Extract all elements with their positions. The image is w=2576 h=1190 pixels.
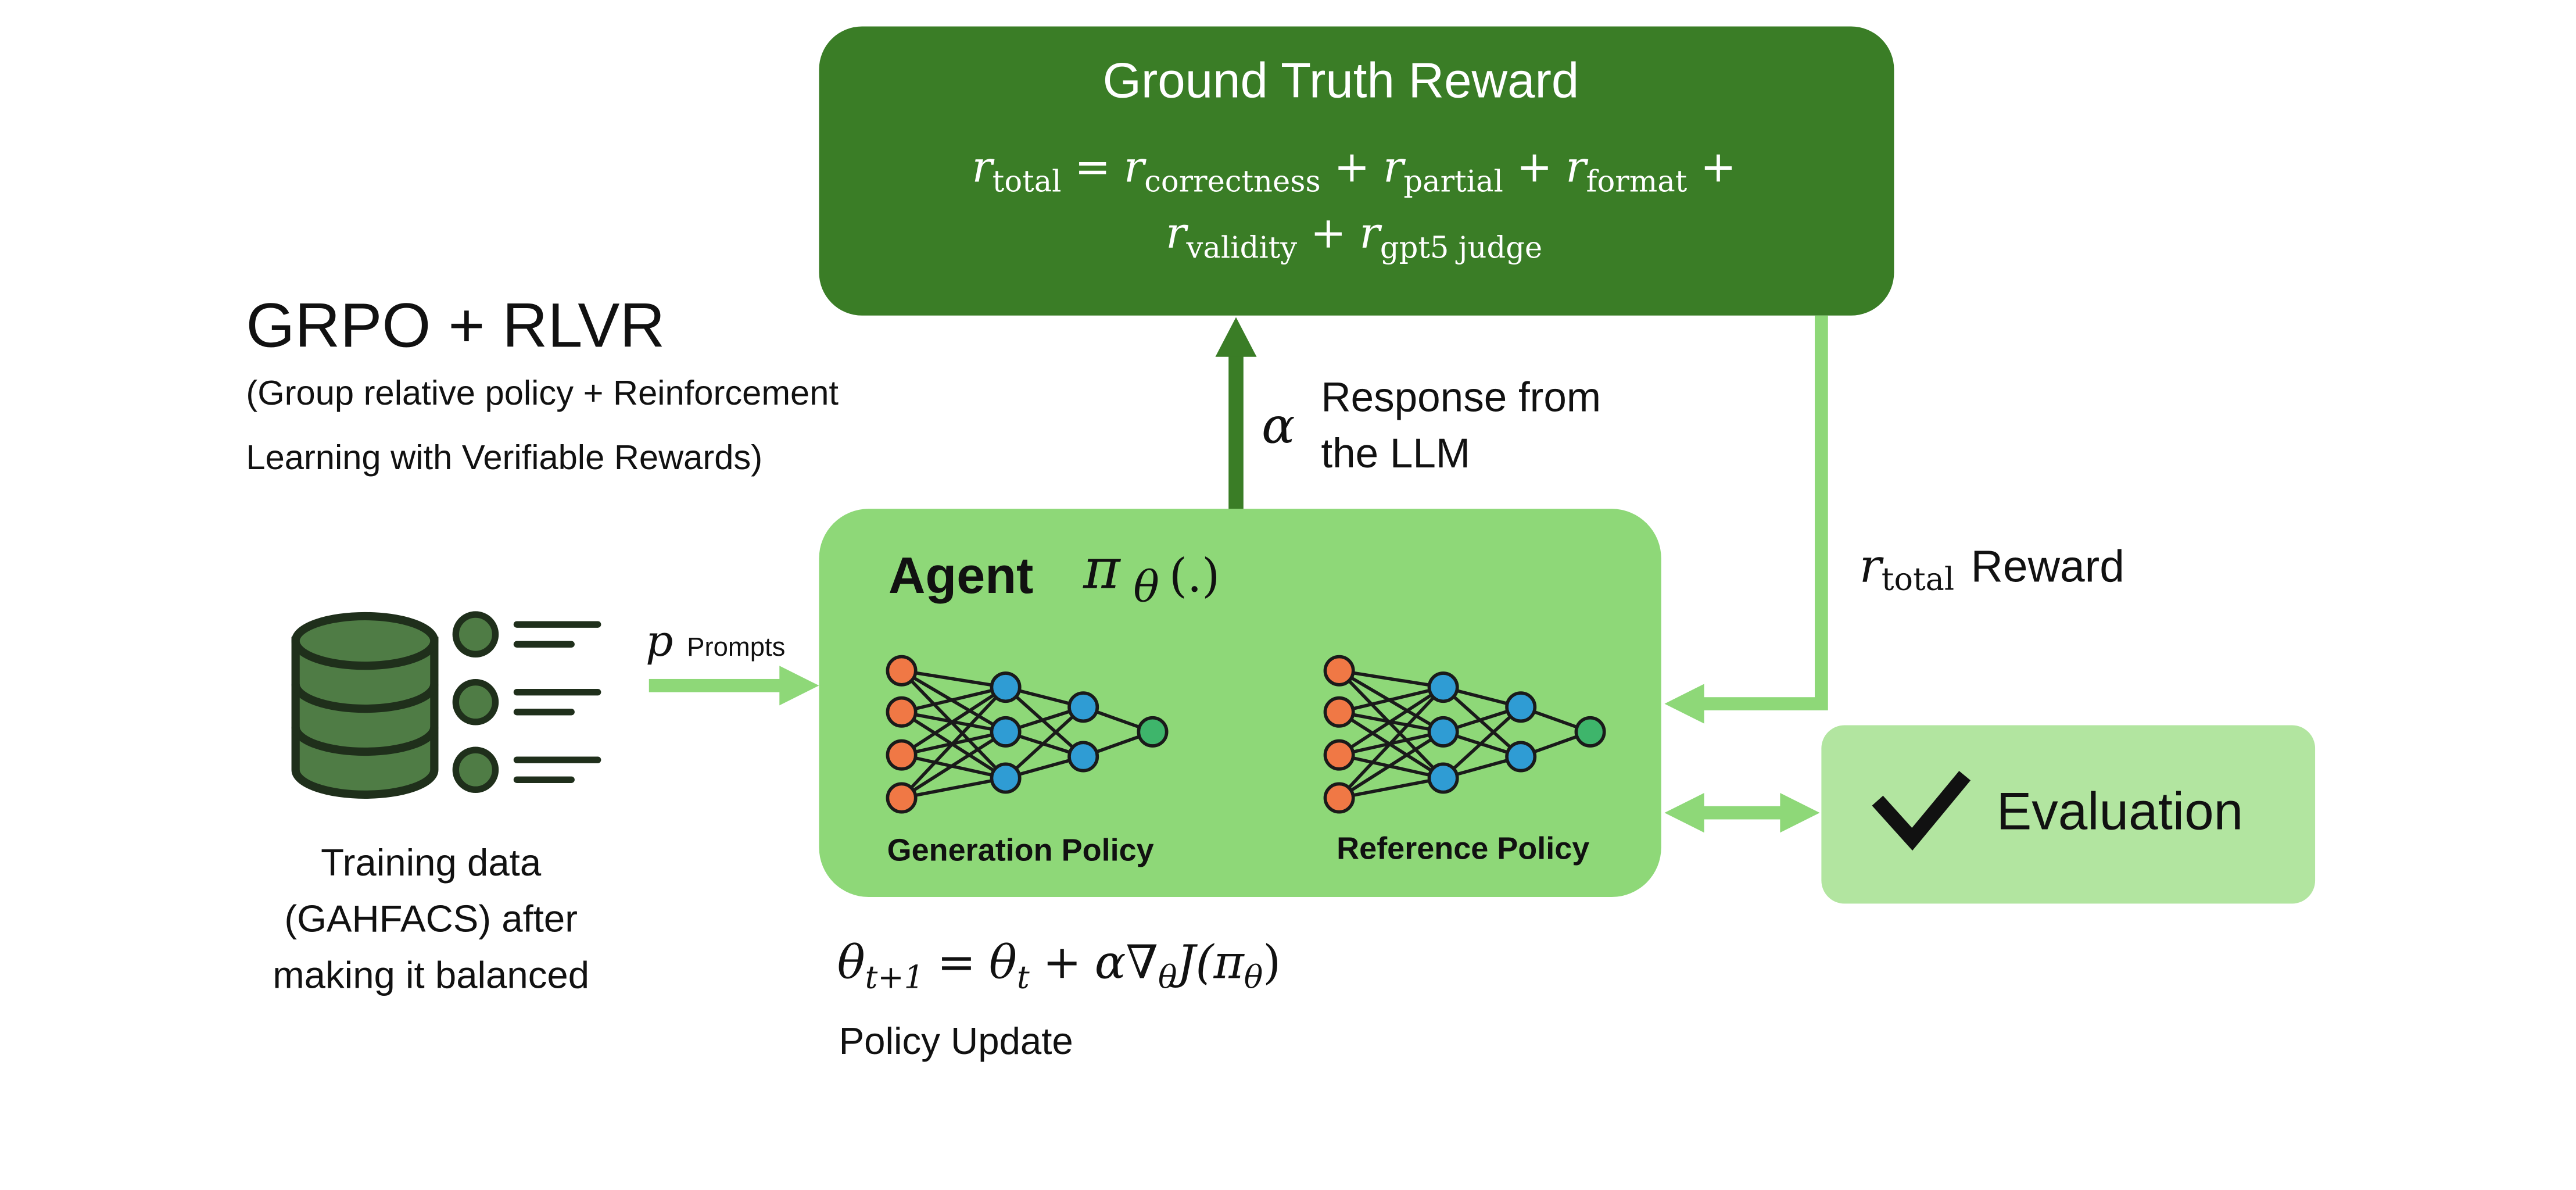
policy-update-equation: θt+1=θt+α∇θJ(πθ) bbox=[837, 935, 1281, 995]
database-icon bbox=[291, 612, 439, 799]
reference-policy-label: Reference Policy bbox=[1337, 831, 1589, 866]
diagram-subtitle-line2: Learning with Verifiable Rewards) bbox=[246, 438, 762, 477]
network-node bbox=[1323, 655, 1355, 687]
generation-policy-label: Generation Policy bbox=[887, 833, 1154, 868]
network-edge bbox=[901, 685, 1007, 757]
network-node bbox=[1323, 782, 1355, 814]
network-edge bbox=[1004, 706, 1085, 780]
network-node bbox=[1067, 691, 1099, 723]
reference-policy-network bbox=[1323, 655, 1606, 814]
ground-truth-title: Ground Truth Reward bbox=[1103, 53, 1579, 109]
response-label-line2: the LLM bbox=[1321, 431, 1470, 477]
network-edge bbox=[1338, 730, 1445, 799]
response-arrow bbox=[1215, 317, 1257, 511]
response-label-line1: Response from bbox=[1321, 375, 1601, 421]
network-edge bbox=[1442, 686, 1522, 758]
prompts-symbol: p bbox=[646, 616, 673, 666]
network-edge bbox=[1442, 706, 1522, 780]
network-node bbox=[1427, 716, 1459, 748]
agent-title: Agent bbox=[888, 546, 1034, 604]
network-node bbox=[1067, 741, 1099, 773]
network-node bbox=[1427, 671, 1459, 703]
network-node bbox=[1427, 762, 1459, 794]
network-edge bbox=[901, 685, 1006, 714]
network-edge bbox=[1004, 686, 1085, 758]
network-node bbox=[1137, 716, 1169, 748]
network-node bbox=[886, 782, 918, 814]
network-node bbox=[990, 716, 1022, 748]
ground-truth-reward-box: Ground Truth Reward rtotal=rcorrectness+… bbox=[819, 26, 1894, 316]
network-node bbox=[990, 671, 1022, 703]
network-edge bbox=[900, 669, 1007, 780]
network-edge bbox=[1339, 776, 1444, 800]
network-edge bbox=[1338, 686, 1445, 799]
training-label-line3: making it balanced bbox=[273, 953, 589, 996]
network-node bbox=[990, 762, 1022, 794]
prompts-arrow bbox=[649, 666, 819, 706]
network-edge bbox=[901, 730, 1007, 799]
diagram-subtitle-line1: (Group relative policy + Reinforcement bbox=[246, 373, 839, 412]
evaluation-label: Evaluation bbox=[1997, 782, 2244, 841]
diagram-title: GRPO + RLVR bbox=[246, 290, 665, 360]
policy-update-label: Policy Update bbox=[839, 1020, 1073, 1062]
network-edge bbox=[1338, 685, 1444, 714]
network-edge bbox=[901, 669, 1006, 689]
network-node bbox=[886, 655, 918, 687]
prompts-label: Prompts bbox=[687, 632, 785, 662]
reward-equation-line1: rtotal=rcorrectness+rpartial+rformat+ bbox=[972, 142, 1736, 199]
network-edge bbox=[1339, 669, 1444, 689]
training-label-line2: (GAHFACS) after bbox=[284, 898, 578, 940]
list-icon bbox=[452, 611, 601, 794]
training-label-line1: Training data bbox=[321, 841, 542, 884]
reward-feedback-arrow bbox=[1664, 315, 1828, 724]
network-edge bbox=[1338, 669, 1445, 780]
reward-equation-line2: rvalidity+rgpt5 judge bbox=[1166, 208, 1542, 265]
network-node bbox=[886, 739, 918, 771]
checkmark-icon bbox=[1872, 771, 1971, 851]
alpha-symbol: α bbox=[1262, 398, 1295, 455]
network-node bbox=[1323, 739, 1355, 771]
network-edge bbox=[900, 686, 1007, 799]
network-edge bbox=[1338, 685, 1445, 757]
generation-policy-network bbox=[886, 655, 1169, 814]
evaluation-arrow bbox=[1664, 793, 1820, 833]
network-node bbox=[1574, 716, 1606, 748]
network-node bbox=[1505, 691, 1537, 723]
network-node bbox=[886, 696, 918, 728]
network-node bbox=[1323, 696, 1355, 728]
network-edge bbox=[901, 776, 1006, 800]
network-node bbox=[1505, 741, 1537, 773]
evaluation-box: Evaluation bbox=[1821, 725, 2316, 904]
